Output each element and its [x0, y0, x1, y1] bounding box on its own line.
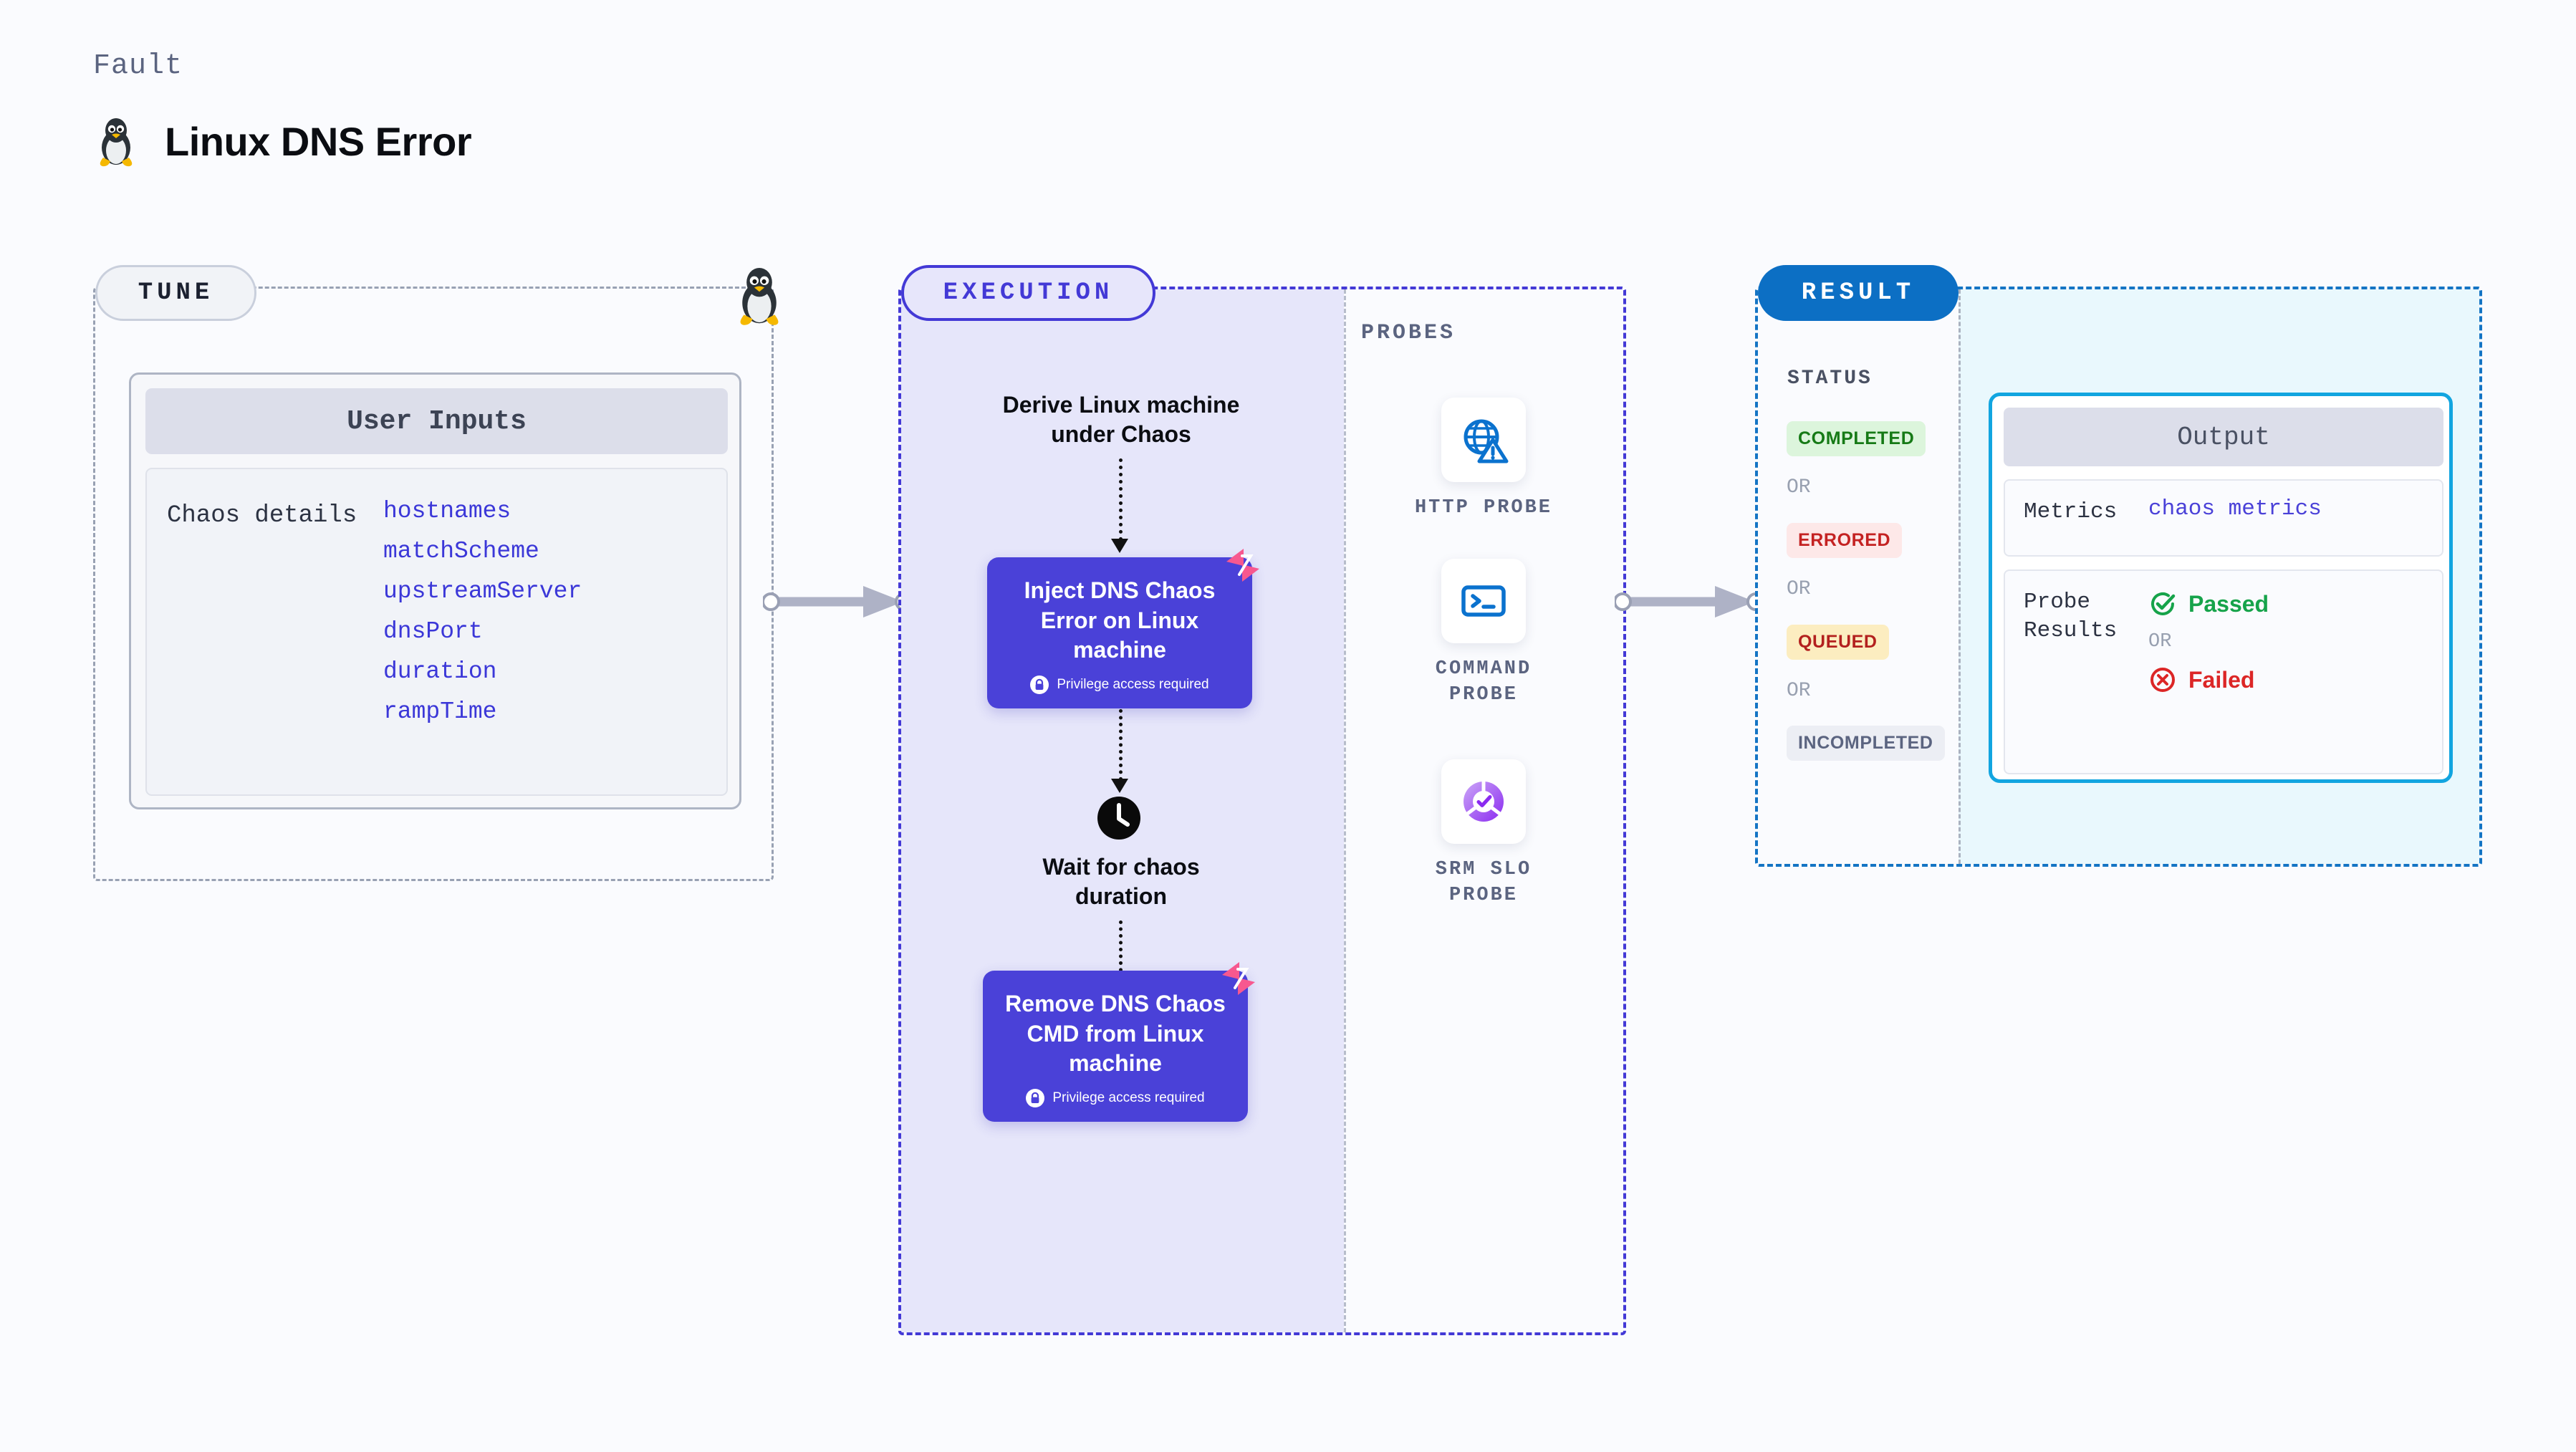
probe-command[interactable]: COMMAND PROBE	[1398, 559, 1570, 708]
output-metrics-row: Metrics chaos metrics	[2004, 479, 2443, 557]
probe-http[interactable]: HTTP PROBE	[1398, 398, 1570, 521]
user-inputs-card: User Inputs Chaos details hostnames matc…	[129, 372, 741, 809]
user-inputs-header: User Inputs	[145, 388, 728, 454]
status-label: STATUS	[1787, 367, 1873, 390]
chaos-details-params: hostnames matchScheme upstreamServer dns…	[383, 469, 582, 794]
chaos-details-label: Chaos details	[167, 502, 357, 529]
flow-arrow-1-tip	[1111, 539, 1128, 553]
chaos-bolt-icon	[1226, 549, 1259, 582]
result-section	[1755, 287, 2482, 867]
chaos-details-row: Chaos details hostnames matchScheme upst…	[145, 468, 728, 796]
param-item[interactable]: upstreamServer	[383, 578, 582, 605]
param-item[interactable]: dnsPort	[383, 618, 483, 645]
lock-icon	[1026, 1088, 1045, 1107]
tune-section	[93, 287, 774, 881]
probes-divider	[1344, 289, 1346, 1332]
connector-tune-to-execution	[763, 586, 913, 617]
terminal-icon	[1441, 559, 1526, 643]
output-probe-results-row: Probe Results Passed OR Failed	[2004, 569, 2443, 774]
probe-result-passed-label: Passed	[2188, 590, 2269, 617]
slo-donut-check-icon	[1441, 759, 1526, 844]
inject-chaos-node-title: Inject DNS Chaos Error on Linux machine	[1024, 577, 1216, 663]
chaos-bolt-icon	[1222, 962, 1255, 995]
lock-icon	[1030, 675, 1049, 694]
inject-chaos-node-sublabel: Privilege access required	[1057, 676, 1209, 692]
probe-http-caption: HTTP PROBE	[1414, 497, 1553, 519]
wait-step-title: Wait for chaos duration	[1042, 854, 1200, 909]
page-kicker: Fault	[93, 50, 183, 82]
probe-srm-slo-caption: SRM SLO PROBE	[1435, 859, 1532, 907]
linux-tux-corner-icon	[740, 268, 779, 325]
status-badge-completed: COMPLETED	[1787, 421, 1926, 456]
linux-tux-icon	[100, 118, 133, 167]
clock-icon	[1097, 797, 1140, 840]
probe-srm-slo[interactable]: SRM SLO PROBE	[1398, 759, 1570, 909]
execution-pill[interactable]: EXECUTION	[901, 265, 1155, 321]
page-title-row: Linux DNS Error	[93, 115, 472, 168]
remove-chaos-node-title: Remove DNS Chaos CMD from Linux machine	[1005, 991, 1226, 1077]
connector-execution-to-result	[1615, 586, 1765, 617]
remove-chaos-node[interactable]: Remove DNS Chaos CMD from Linux machine …	[983, 962, 1255, 1122]
status-badge-incompleted: INCOMPLETED	[1787, 726, 1945, 761]
output-card-header: Output	[2004, 408, 2443, 466]
status-badge-queued: QUEUED	[1787, 625, 1889, 660]
probe-result-failed-label: Failed	[2188, 666, 2255, 693]
remove-chaos-node-sublabel: Privilege access required	[1052, 1090, 1205, 1105]
param-item[interactable]: rampTime	[383, 698, 497, 725]
flow-arrow-2-tip	[1111, 779, 1128, 793]
flow-arrow-2-line	[1119, 709, 1123, 781]
remove-chaos-node-subtext: Privilege access required	[996, 1088, 1235, 1107]
derive-step-title: Derive Linux machine under Chaos	[1002, 392, 1240, 447]
x-circle-icon	[2150, 668, 2175, 692]
page-title: Linux DNS Error	[165, 118, 472, 164]
status-or-1: OR	[1787, 476, 1811, 499]
inject-chaos-node[interactable]: Inject DNS Chaos Error on Linux machine …	[987, 549, 1259, 708]
execution-section	[898, 287, 1626, 1335]
probe-result-passed: Passed	[2148, 590, 2269, 618]
inject-chaos-node-subtext: Privilege access required	[1000, 675, 1239, 694]
output-metrics-value[interactable]: chaos metrics	[2148, 496, 2322, 521]
param-item[interactable]: matchScheme	[383, 538, 539, 564]
param-item[interactable]: duration	[383, 658, 497, 685]
result-status-background	[1758, 289, 1959, 864]
flow-arrow-1-line	[1119, 458, 1123, 541]
output-probe-results-key: Probe Results	[2024, 590, 2118, 644]
tune-pill[interactable]: TUNE	[95, 265, 256, 321]
status-or-2: OR	[1787, 578, 1811, 600]
status-or-3: OR	[1787, 680, 1811, 702]
flow-arrow-3-line	[1119, 920, 1123, 992]
output-metrics-key: Metrics	[2024, 499, 2118, 524]
status-badge-errored: ERRORED	[1787, 523, 1903, 558]
probe-result-or: OR	[2148, 631, 2172, 653]
param-item[interactable]: hostnames	[383, 498, 511, 524]
probe-command-caption: COMMAND PROBE	[1435, 658, 1532, 706]
probe-result-failed: Failed	[2148, 665, 2269, 694]
check-circle-icon	[2151, 592, 2176, 615]
output-card: Output Metrics chaos metrics Probe Resul…	[1989, 393, 2453, 783]
probes-label: PROBES	[1361, 321, 1456, 345]
globe-warning-icon	[1441, 398, 1526, 482]
result-pill[interactable]: RESULT	[1758, 265, 1959, 321]
result-divider	[1959, 289, 1961, 864]
output-probe-results-values: Passed OR Failed	[2148, 571, 2269, 773]
